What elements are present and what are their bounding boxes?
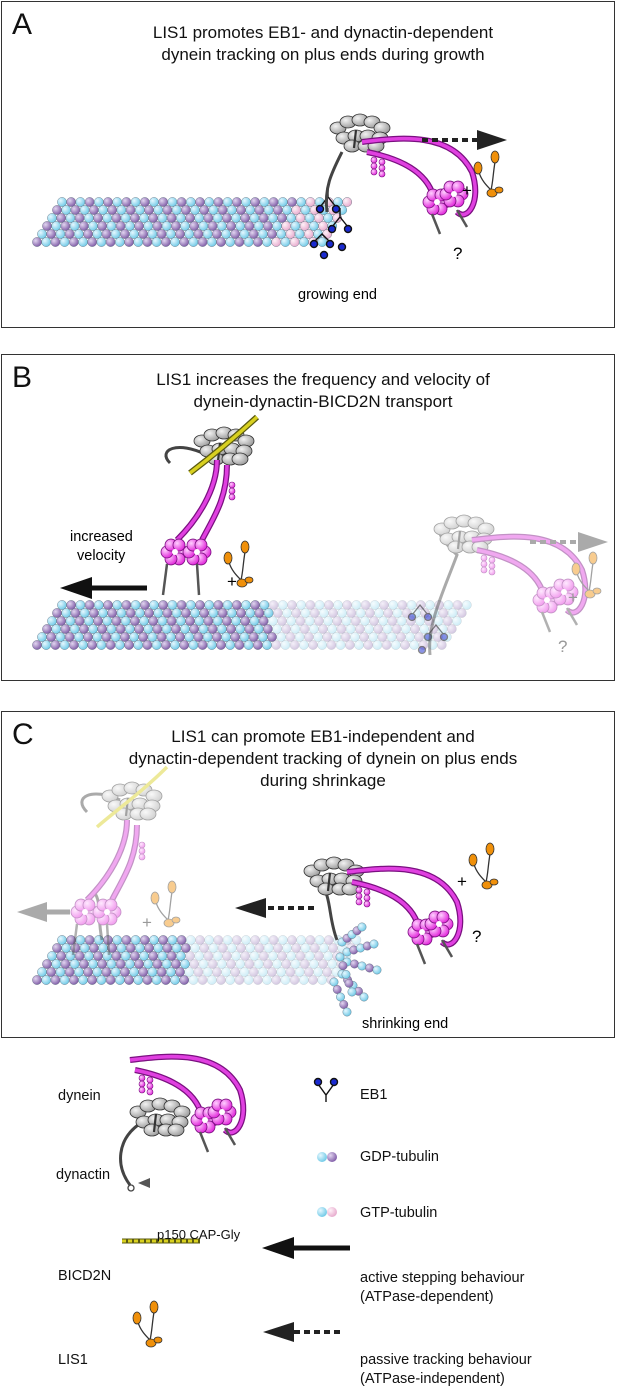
plus-sign: +	[462, 181, 472, 200]
question-mark: ?	[453, 244, 462, 263]
dynein-icon	[129, 1053, 247, 1153]
eb1-cluster	[407, 603, 449, 655]
microtubule	[32, 197, 353, 247]
faded-active-arrow	[17, 902, 70, 922]
dynein	[471, 533, 589, 633]
eb1-icon	[313, 1077, 339, 1102]
panel-b: B LIS1 increases the frequency and veloc…	[1, 354, 615, 681]
dynactin	[303, 856, 365, 896]
faded-dynein-complex	[428, 514, 602, 656]
passive-tracking-arrow	[235, 898, 314, 918]
legend-gdp-label: GDP-tubulin	[360, 1149, 439, 1165]
panel-letter: A	[12, 8, 33, 41]
panel-c-diagram: + + ? shrinking end	[17, 765, 499, 1032]
lis1	[150, 880, 181, 928]
lis1	[571, 551, 602, 599]
legend-gtp-label: GTP-tubulin	[360, 1205, 438, 1221]
legend-dynein-label: dynein	[58, 1088, 101, 1104]
microtubule	[32, 600, 472, 650]
dynein-dynactin-complex	[303, 842, 499, 965]
plus-sign: +	[227, 572, 237, 591]
gdp-tubulin-icon	[317, 1152, 337, 1162]
dynein	[70, 819, 146, 956]
dynactin-icon	[119, 1097, 191, 1192]
plus-sign: +	[568, 588, 578, 607]
legend-bicd2n-label: BICD2N	[58, 1268, 112, 1284]
dynactin	[433, 514, 495, 554]
panel-letter: C	[12, 718, 34, 751]
plus-sign: +	[142, 913, 152, 932]
panel-a: A LIS1 promotes EB1- and dynactin-depend…	[1, 1, 615, 328]
active-stepping-arrow	[60, 577, 147, 599]
legend-active-label: active stepping behaviour (ATPase-depend…	[360, 1270, 525, 1305]
eb1-cluster	[309, 188, 353, 260]
question-mark: ?	[558, 637, 567, 656]
legend-dynactin-label: dynactin	[56, 1167, 111, 1183]
legend: dynein dynactin p150 CAP-Gly BICD2N LIS1…	[0, 1040, 617, 1387]
lis1	[468, 842, 499, 890]
legend-passive-label: passive tracking behaviour (ATPase-indep…	[360, 1352, 532, 1387]
lis1	[223, 540, 254, 588]
dynein-dynactin-complex	[324, 113, 504, 235]
growing-end-label: growing end	[298, 287, 377, 303]
passive-tracking-arrow	[422, 130, 507, 150]
lis1-icon	[132, 1300, 163, 1348]
passive-tracking-icon	[263, 1322, 340, 1342]
dynein	[160, 459, 236, 596]
frayed-protofilaments	[329, 922, 382, 1017]
dynein-dynactin-bicd2n-complex	[160, 414, 260, 596]
panel-title: LIS1 increases the frequency and velocit…	[156, 370, 490, 411]
panel-letter: B	[12, 361, 33, 394]
velocity-label-line2: velocity	[77, 548, 126, 564]
legend-p150-label: p150 CAP-Gly	[157, 1227, 241, 1242]
bicd2n	[188, 415, 259, 475]
legend-eb1-label: EB1	[360, 1087, 388, 1103]
velocity-label-line1: increased	[70, 529, 133, 545]
panel-title: LIS1 can promote EB1-independent and dyn…	[128, 727, 518, 790]
panel-a-diagram: + ? growing end	[32, 113, 507, 303]
lis1	[473, 150, 504, 198]
shrinking-end-label: shrinking end	[362, 1016, 448, 1032]
faded-passive-arrow	[530, 532, 608, 552]
gtp-tubulin-icon	[317, 1207, 337, 1217]
panel-b-diagram: + increased velocity + ?	[32, 414, 608, 656]
dynein	[361, 135, 479, 235]
question-mark: ?	[472, 927, 481, 946]
dynactin	[329, 113, 391, 153]
panel-title: LIS1 promotes EB1- and dynactin-dependen…	[152, 23, 494, 64]
dynein	[346, 865, 464, 965]
legend-graphics	[119, 1053, 350, 1348]
active-stepping-icon	[262, 1237, 350, 1259]
legend-lis1-label: LIS1	[58, 1352, 88, 1368]
panel-c: C LIS1 can promote EB1-independent and d…	[1, 711, 615, 1038]
plus-sign: +	[457, 872, 467, 891]
dynactin	[101, 781, 163, 821]
faded-dynein-complex	[70, 765, 181, 956]
microtubule	[32, 935, 362, 985]
